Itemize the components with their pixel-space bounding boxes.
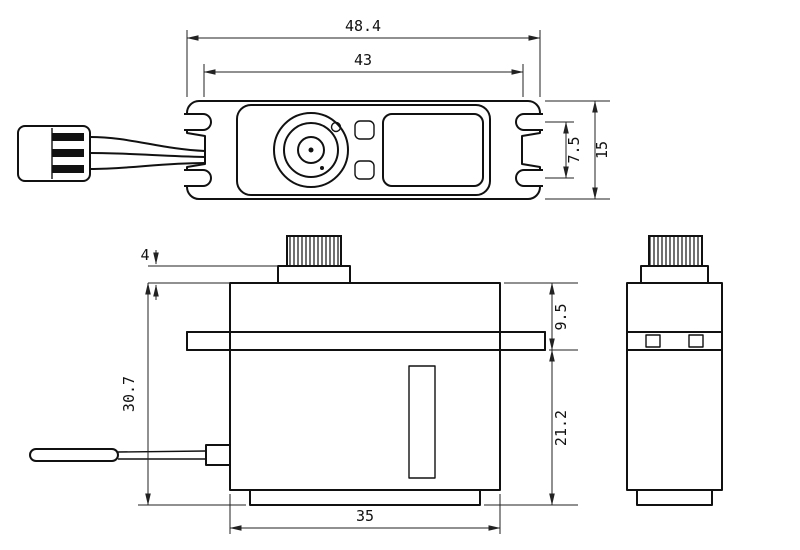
case-body: [626, 282, 723, 491]
connector-pin: [52, 133, 84, 141]
dim-case-depth: 15: [545, 100, 611, 200]
detail-dot: [320, 166, 324, 170]
flange-slot: [688, 334, 704, 348]
front-view: 4 30.7 9.5 21.2 35: [29, 235, 578, 534]
wire-lead: [29, 444, 231, 466]
case-seam-slot: [408, 365, 436, 479]
dim-flange-to-bottom: 21.2: [484, 349, 578, 506]
case-top-outline: [236, 104, 491, 196]
shaft-collar: [277, 265, 351, 284]
label-panel: [382, 113, 484, 187]
dim-label-overall-width: 48.4: [345, 17, 381, 35]
dim-case-width: 35: [229, 494, 501, 534]
flange-slot: [645, 334, 661, 348]
output-gear: [273, 112, 349, 188]
dim-slot-spacing: 43: [203, 51, 524, 97]
dim-shaft-collar: 4: [140, 246, 278, 300]
output-shaft-spline: [648, 235, 703, 267]
dim-label-case-width: 35: [356, 507, 374, 525]
wire-strand: [117, 450, 207, 453]
mount-slot: [515, 169, 543, 187]
dim-label-top-to-flange: 9.5: [552, 303, 570, 330]
mounting-flange: [186, 331, 546, 351]
screw-hole-circle: [330, 121, 342, 133]
connector-plug: [17, 125, 206, 182]
output-shaft-spline: [286, 235, 342, 267]
wire-end-sleeve: [29, 448, 119, 462]
screw-boss: [354, 120, 375, 140]
dim-top-to-flange: 9.5: [504, 282, 578, 351]
mounting-flange: [626, 331, 723, 351]
side-view: [626, 235, 723, 506]
top-view: 48.4 43 7.5 15: [17, 17, 611, 200]
lead-wire: [89, 162, 206, 170]
dim-overall-width: 48.4: [186, 17, 541, 97]
shaft-collar: [640, 265, 709, 284]
screw-boss: [354, 160, 375, 180]
dim-slot-offset: 7.5: [545, 121, 583, 179]
mount-slot: [184, 169, 212, 187]
dim-label-slot-spacing: 43: [354, 51, 372, 69]
dim-label-overall-height: 30.7: [120, 376, 138, 412]
output-gear-mid-circle: [283, 122, 339, 178]
lead-wire: [89, 136, 206, 152]
lead-wire: [89, 152, 206, 158]
mount-slot: [515, 113, 543, 131]
output-gear-outer-circle: [273, 112, 349, 188]
case-body: [229, 282, 501, 491]
mount-slot: [184, 113, 212, 131]
shaft-center-dot: [308, 147, 314, 153]
wire-grommet: [205, 444, 231, 466]
output-shaft-circle: [297, 136, 325, 164]
connector-pin: [52, 149, 84, 157]
connector-pin: [52, 165, 84, 173]
top-view-outline: [186, 100, 541, 200]
bottom-base: [249, 489, 481, 506]
bottom-base: [636, 489, 713, 506]
dim-label-slot-offset: 7.5: [565, 136, 583, 163]
dim-label-flange-to-bottom: 21.2: [552, 410, 570, 446]
dim-overall-height: 30.7: [120, 282, 246, 506]
dim-label-shaft-collar: 4: [140, 246, 149, 264]
dim-label-case-depth: 15: [593, 141, 611, 159]
